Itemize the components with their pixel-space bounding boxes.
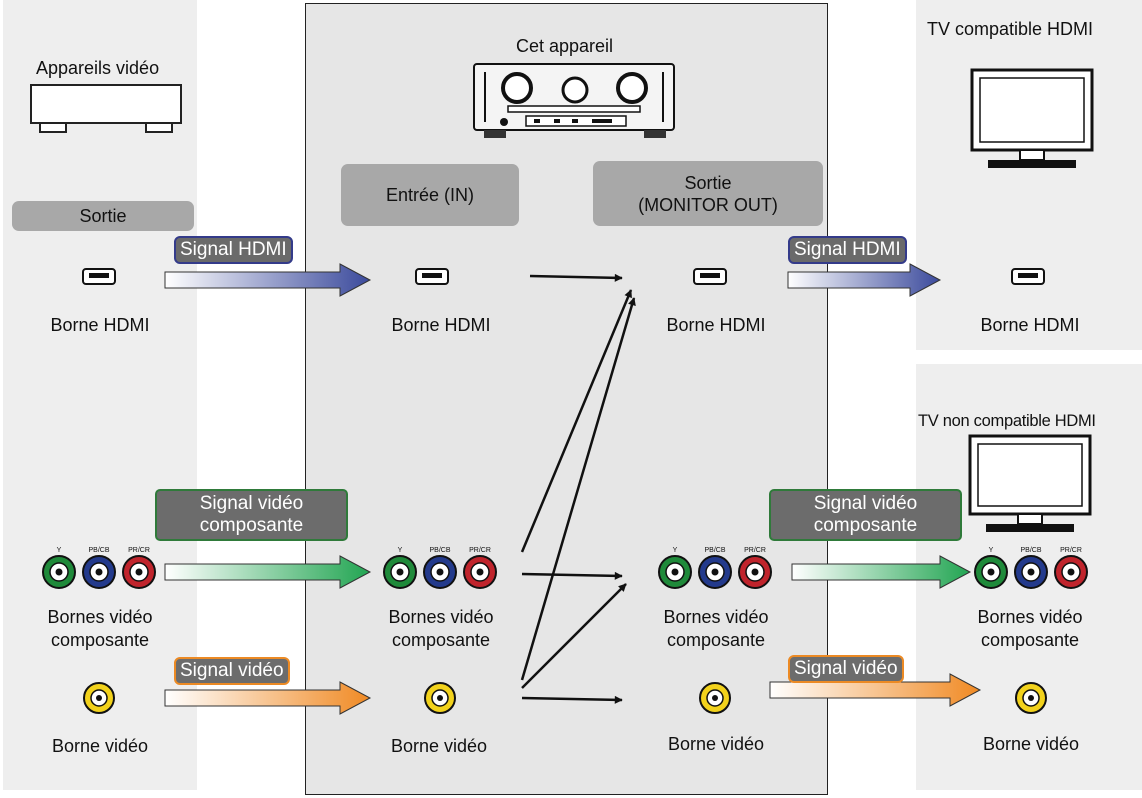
tv-hdmi-label: Borne HDMI <box>980 315 1080 335</box>
receiver-title: Cet appareil <box>516 36 614 56</box>
jack-label-pr: PR/CR <box>469 547 491 554</box>
receiver-input-box: Entrée (IN) <box>341 164 519 226</box>
source-component-label: Bornes vidéo composante <box>47 607 153 650</box>
line-video-to-hdmi <box>520 297 636 681</box>
hdmi-tv-icon <box>970 68 1094 168</box>
component-arrow-left <box>164 555 372 589</box>
jack-label-y: Y <box>673 547 678 554</box>
non-hdmi-tv-title: TV non compatible HDMI <box>918 412 1096 430</box>
component-signal-badge-left: Signal vidéo composante <box>155 489 348 541</box>
video-jack-source <box>83 682 115 714</box>
jack-label-y: Y <box>989 547 994 554</box>
hdmi-arrow-left <box>164 263 372 297</box>
hdmi-port-icon-receiver-in <box>415 268 449 285</box>
hdmi-port-icon-receiver-out <box>693 268 727 285</box>
line-video-passthrough <box>521 695 623 704</box>
video-jack-receiver-in <box>424 682 456 714</box>
receiver-out-video-label: Borne vidéo <box>667 734 765 754</box>
tv-component-label: Bornes vidéo composante <box>977 607 1083 650</box>
hdmi-arrow-right <box>787 263 942 297</box>
receiver-input-label: Entrée (IN) <box>385 185 475 205</box>
video-signal-badge-left: Signal vidéo <box>174 657 290 685</box>
component-jacks-receiver-in <box>383 555 497 589</box>
tv-video-label: Borne vidéo <box>982 734 1080 754</box>
video-jack-tv <box>1015 682 1047 714</box>
hdmi-port-icon-source <box>82 268 116 285</box>
jack-label-pb: PB/CB <box>1020 547 1041 554</box>
component-jacks-source <box>42 555 156 589</box>
receiver-in-component-label: Bornes vidéo composante <box>388 607 494 650</box>
hdmi-tv-title: TV compatible HDMI <box>927 19 1094 39</box>
jack-label-pb: PB/CB <box>704 547 725 554</box>
video-signal-badge-right: Signal vidéo <box>788 655 904 683</box>
line-component-to-hdmi <box>520 289 633 553</box>
non-hdmi-tv-icon <box>968 434 1092 532</box>
jack-label-pb: PB/CB <box>88 547 109 554</box>
jack-label-pr: PR/CR <box>128 547 150 554</box>
line-component-passthrough <box>521 571 623 580</box>
source-output-label: Sortie <box>79 206 127 226</box>
jack-label-pb: PB/CB <box>429 547 450 554</box>
line-video-to-component <box>521 583 627 689</box>
receiver-in-hdmi-label: Borne HDMI <box>391 315 491 335</box>
av-receiver-icon <box>473 63 675 138</box>
hdmi-port-icon-tv <box>1011 268 1045 285</box>
jack-label-y: Y <box>57 547 62 554</box>
receiver-panel <box>305 3 828 795</box>
jack-label-y: Y <box>398 547 403 554</box>
receiver-output-label: Sortie (MONITOR OUT) <box>638 172 778 215</box>
receiver-out-hdmi-label: Borne HDMI <box>666 315 766 335</box>
source-output-box: Sortie <box>12 201 194 231</box>
hdmi-signal-badge-right: Signal HDMI <box>788 236 907 264</box>
source-device-title: Appareils vidéo <box>36 58 160 78</box>
line-hdmi-passthrough <box>529 273 623 282</box>
jack-label-pr: PR/CR <box>1060 547 1082 554</box>
source-hdmi-label: Borne HDMI <box>50 315 150 335</box>
video-player-icon <box>30 84 182 133</box>
component-jacks-receiver-out <box>658 555 772 589</box>
video-jack-receiver-out <box>699 682 731 714</box>
receiver-out-component-label: Bornes vidéo composante <box>663 607 769 650</box>
video-arrow-left <box>164 681 372 715</box>
hdmi-tv-panel <box>916 0 1142 350</box>
component-jacks-tv <box>974 555 1088 589</box>
receiver-output-box: Sortie (MONITOR OUT) <box>593 161 823 226</box>
component-arrow-right <box>791 555 972 589</box>
component-signal-badge-right: Signal vidéo composante <box>769 489 962 541</box>
source-video-label: Borne vidéo <box>51 736 149 756</box>
receiver-in-video-label: Borne vidéo <box>390 736 488 756</box>
jack-label-pr: PR/CR <box>744 547 766 554</box>
hdmi-signal-badge-left: Signal HDMI <box>174 236 293 264</box>
